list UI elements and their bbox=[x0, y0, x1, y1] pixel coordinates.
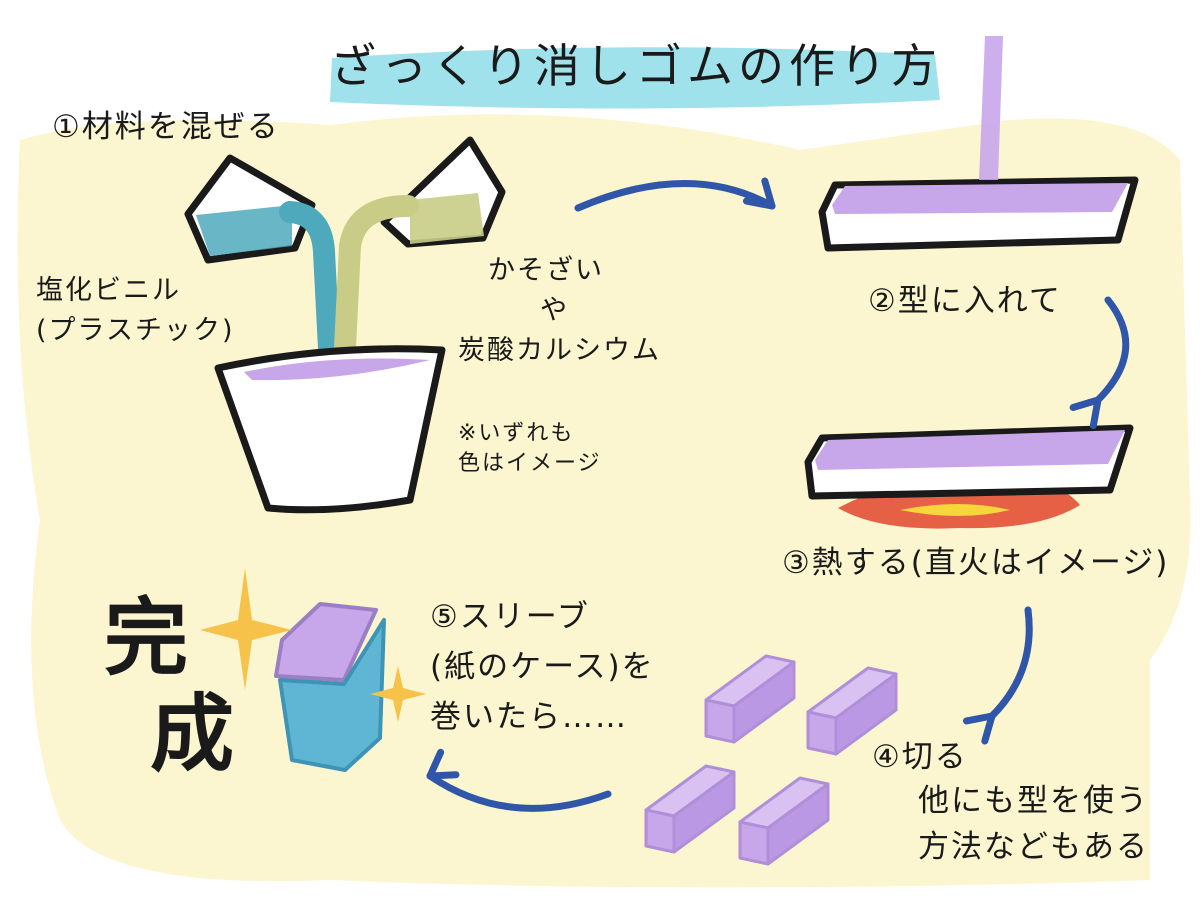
eraser-piece bbox=[644, 764, 736, 854]
eraser-piece bbox=[738, 776, 830, 866]
step-1-label: ①材料を混ぜる bbox=[52, 109, 280, 145]
title-highlight bbox=[330, 47, 940, 109]
plasticizer-stream bbox=[333, 195, 419, 379]
done-char-2: 成 bbox=[150, 685, 235, 783]
flow-arrow bbox=[962, 606, 1033, 745]
sparkle-large bbox=[200, 568, 292, 690]
step-5-label-line-3: 巻いたら…… bbox=[430, 699, 628, 735]
pvc-liquid bbox=[196, 205, 292, 256]
step-2-label: ②型に入れて bbox=[868, 283, 1062, 319]
done-char-1: 完 bbox=[104, 589, 189, 687]
step-5-label-line-1: ⑤スリーブ bbox=[430, 599, 590, 635]
flow-arrow bbox=[1069, 296, 1130, 430]
plasticizer-liquid bbox=[410, 193, 484, 244]
plasticizer-label-line-3: 炭酸カルシウム bbox=[458, 335, 661, 366]
pvc-label-line-1: 塩化ビニル bbox=[36, 275, 181, 306]
page-title: ざっくり消しゴムの作り方 bbox=[330, 39, 942, 93]
flow-arrows bbox=[426, 177, 1130, 812]
mold-fill bbox=[832, 183, 1128, 214]
pour-stream bbox=[979, 36, 1003, 180]
step-3-label: ③熱する(直火はイメージ) bbox=[782, 545, 1170, 581]
heated-fill bbox=[815, 430, 1125, 470]
flow-arrow bbox=[574, 177, 776, 212]
fire-core bbox=[900, 504, 1010, 516]
plasticizer-label-line-1: かそざい bbox=[488, 255, 604, 286]
step-4-note-line-1: 他にも型を使う bbox=[918, 783, 1149, 819]
flow-arrow bbox=[426, 748, 612, 812]
color-note-line-2: 色はイメージ bbox=[458, 451, 602, 476]
sleeve bbox=[278, 618, 386, 772]
eraser-pieces bbox=[644, 654, 898, 866]
plasticizer-label-line-2: や bbox=[540, 295, 569, 326]
pvc-label-line-2: (プラスチック) bbox=[36, 315, 235, 346]
eraser-piece bbox=[704, 654, 796, 744]
mixture-surface bbox=[244, 358, 430, 381]
mixing-bowl bbox=[214, 345, 446, 514]
step-4-note-line-2: 方法などもある bbox=[918, 829, 1149, 865]
sparkle-small bbox=[370, 666, 426, 722]
eraser-top bbox=[274, 602, 378, 682]
color-note-line-1: ※いずれも bbox=[458, 421, 575, 446]
eraser-piece bbox=[806, 666, 898, 756]
step-4-label: ④切る bbox=[872, 739, 968, 775]
pvc-stream bbox=[279, 201, 341, 379]
step-5-label-line-2: (紙のケース)を bbox=[430, 649, 655, 685]
